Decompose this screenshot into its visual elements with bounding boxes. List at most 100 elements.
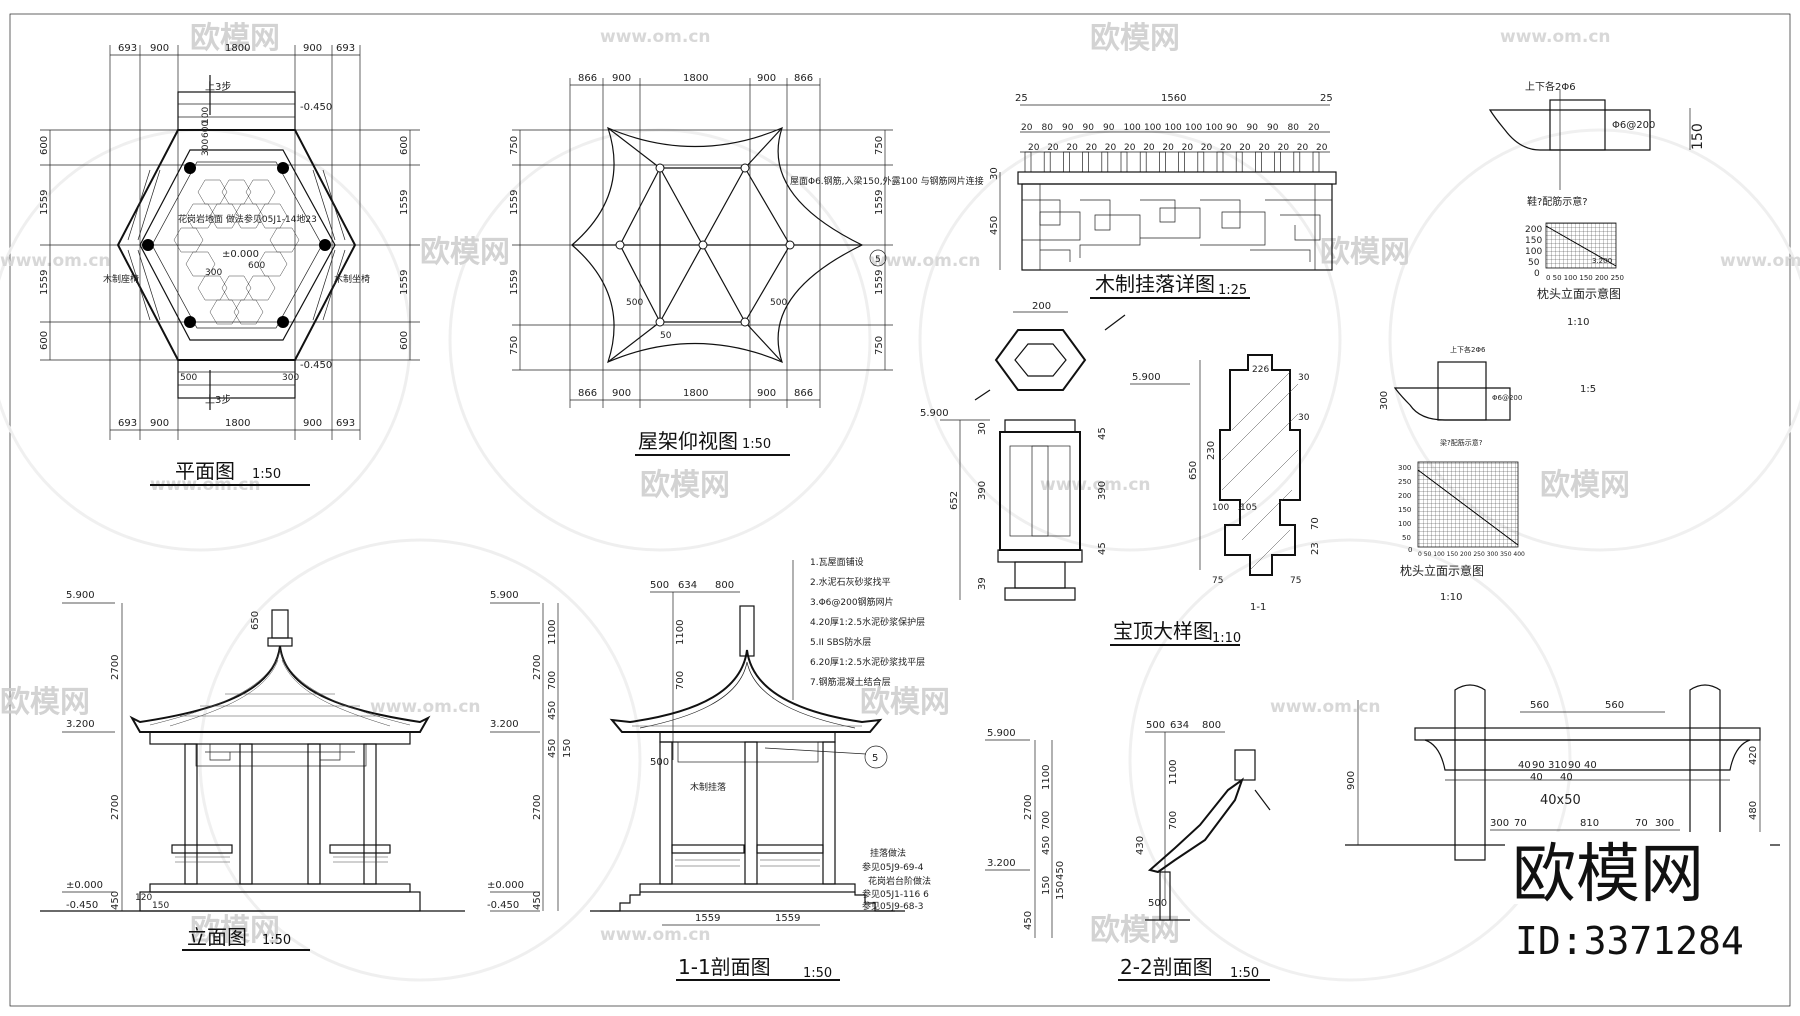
- hanging-tooth-dim: 20: [1162, 143, 1174, 153]
- plan-seat-right: 木制坐椅: [334, 273, 370, 285]
- crown-section-label: 1-1: [1250, 602, 1266, 613]
- plan-vdim: 100: [201, 107, 211, 124]
- hanging-tooth: [1178, 151, 1185, 173]
- roof-left-dim: 750: [509, 136, 520, 155]
- plan-left-dim: 600: [39, 331, 50, 350]
- hanging-tooth: [1293, 151, 1301, 173]
- hanging-tooth: [1255, 151, 1262, 173]
- watermark-url: www.om.cn: [1270, 697, 1381, 717]
- hanging-tooth: [1120, 151, 1128, 173]
- watermark-brand: 欧模网: [190, 21, 280, 56]
- elev-title: 立面图: [187, 925, 247, 949]
- sec11-bottom-dim: 1559: [695, 913, 720, 924]
- elev-dim: 650: [250, 611, 261, 630]
- hanging-tooth-dim: 20: [1220, 143, 1232, 153]
- crown-drawing: 200 5.900 652 390 30 45 390 45 39 5.900: [920, 301, 1321, 646]
- beam-mid3-dim: 40x50: [1540, 793, 1581, 808]
- elevation-drawing: 5.900 3.200 ±0.000 -0.450 2700 2700 450 …: [40, 590, 465, 951]
- rebar2-xticks: 0 50 100 150 200 250 300 350 400: [1418, 551, 1525, 558]
- plan-top-dim: 693: [336, 43, 355, 54]
- sec22-scale: 1:50: [1230, 966, 1259, 981]
- plan-top-dim: 900: [303, 43, 322, 54]
- plan-paving-pattern: [173, 179, 300, 325]
- sec11-layer: 6.20厚1:2.5水泥砂浆找平层: [810, 656, 925, 668]
- crown-sdim: 30: [1298, 413, 1310, 423]
- beam-top-dim: 560: [1605, 700, 1624, 711]
- plan-left-dim: 1559: [39, 190, 50, 215]
- watermark-brand: 欧模网: [1540, 468, 1630, 503]
- beam-bottom-dim: 810: [1580, 818, 1599, 829]
- roof-left-dim: 1559: [509, 190, 520, 215]
- elev-level: ±0.000: [66, 880, 103, 891]
- beam-bottom-dim: 70: [1514, 818, 1527, 829]
- crown-dim: 45: [1097, 542, 1108, 555]
- crown-sdim: 105: [1240, 503, 1257, 513]
- beam-top-dim: 560: [1530, 700, 1549, 711]
- plan-top-dim: 1800: [225, 43, 250, 54]
- hanging-scale: 1:25: [1218, 283, 1247, 298]
- rebar-tick: 150: [1525, 236, 1542, 246]
- elev-dim: 2700: [110, 795, 121, 820]
- hanging-spacing-dim: 90: [1062, 123, 1074, 133]
- sec11-note: 花岗岩台阶做法: [868, 875, 931, 887]
- hanging-spacing-dim: 100: [1206, 123, 1223, 133]
- crown-sdim: 230: [1206, 441, 1217, 460]
- plan-bottom-dim: 900: [303, 418, 322, 429]
- elev-roof: [129, 645, 431, 733]
- section11-drawing: 5.900 3.200 ±0.000 -0.450 2700 1100 700 …: [487, 556, 931, 981]
- plan-floor-note: 花岗岩地面 做法参见05J1-14地23: [178, 213, 317, 225]
- sec22-top-dim: 800: [1202, 720, 1221, 731]
- crown-sdim: 30: [1298, 373, 1310, 383]
- watermark-url: www.om.cn: [870, 251, 981, 271]
- rebar2-h: 300: [1379, 391, 1390, 410]
- watermark-brand: 欧模网: [420, 235, 510, 270]
- plan-center-level: ±0.000: [222, 249, 259, 260]
- roof-note: 屋面Φ6.钢筋,入梁150,外露100 与钢筋网片连接: [790, 175, 984, 187]
- roof-bottom-dim: 866: [794, 388, 813, 399]
- rebar2-tick: 100: [1398, 520, 1411, 528]
- crown-dim: 390: [1097, 481, 1108, 500]
- plan-dim: 300: [205, 268, 222, 278]
- elev-scale: 1:50: [262, 933, 291, 948]
- plan-right-dim: 1559: [399, 190, 410, 215]
- rebar2-tick: 150: [1398, 506, 1411, 514]
- sec11-top-dim: 500: [650, 580, 669, 591]
- rebar-tick: 200: [1525, 225, 1542, 235]
- sec11-left-dim: 450: [547, 739, 558, 758]
- beam-bottom-dim: 70: [1635, 818, 1648, 829]
- roof-top-dim: 1800: [683, 73, 708, 84]
- plan-step-label: 上3步: [205, 394, 231, 406]
- rebar-tick: 50: [1528, 258, 1540, 268]
- hanging-tooth-dim: 20: [1258, 143, 1270, 153]
- sec11-layer: 7.钢筋混凝土结合层: [810, 676, 891, 688]
- roof-bottom-dim: 900: [612, 388, 631, 399]
- sec11-layer: 4.20厚1:2.5水泥砂浆保护层: [810, 616, 925, 628]
- hanging-fret-pattern: [1022, 184, 1332, 270]
- watermark-brand: 欧模网: [640, 468, 730, 503]
- plan-right-dim: 600: [399, 331, 410, 350]
- roof-top-dim: 866: [794, 73, 813, 84]
- beam-right-dim: 480: [1748, 801, 1759, 820]
- sec22-left-dim: 450: [1023, 911, 1034, 930]
- sec22-left-dim: 700: [1041, 811, 1052, 830]
- plan-level: -0.450: [300, 102, 332, 113]
- beam-detail: 560 560 40 90 310 90 40 40 40 40x50 300 …: [1345, 684, 1780, 861]
- hanging-tooth-dim: 20: [1297, 143, 1309, 153]
- watermark-url: www.om.cn: [1720, 251, 1800, 271]
- sec11-top-dim: 800: [715, 580, 734, 591]
- hanging-spacing-dim: 90: [1103, 123, 1115, 133]
- elev-dim: 2700: [110, 655, 121, 680]
- sec11-left-dim: 150: [562, 739, 573, 758]
- plan-level: -0.450: [300, 360, 332, 371]
- sec11-hang-label: 木制挂落: [690, 781, 726, 793]
- sec22-left-dim: 150: [1055, 881, 1066, 900]
- rebar2-tick: 200: [1398, 492, 1411, 500]
- roof-drawing: 866 900 1800 900 866 866 900 1800 900 86…: [509, 73, 984, 456]
- hanging-spacing-dim: 100: [1165, 123, 1182, 133]
- branding-stamp: 欧模网 ID:3371284: [1505, 832, 1770, 963]
- hanging-tooth-dim: 20: [1086, 143, 1098, 153]
- hanging-spacing-dim: 90: [1226, 123, 1238, 133]
- sec11-level: 5.900: [490, 590, 519, 601]
- rebar-mark: 3.200: [1592, 257, 1612, 265]
- roof-left-dim: 1559: [509, 270, 520, 295]
